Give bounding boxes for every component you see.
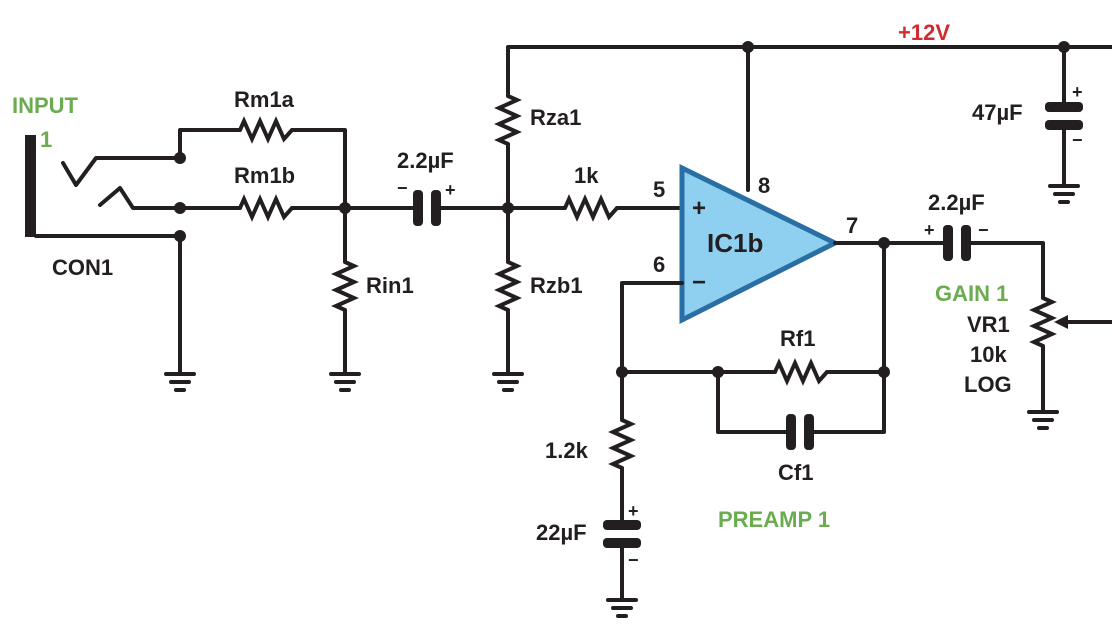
resistor-rza1-label: Rza1: [530, 105, 581, 130]
resistor-rf1-label: Rf1: [780, 326, 815, 351]
resistor-rm1a: [238, 116, 294, 144]
input-label: INPUT: [12, 93, 79, 118]
resistor-rin1-label: Rin1: [366, 273, 414, 298]
cap-47uf-label: 47µF: [972, 100, 1023, 125]
pin-5-label: 5: [653, 177, 665, 202]
ground-symbol-supply: [1048, 184, 1080, 204]
cap-input-plus: +: [445, 180, 456, 200]
resistor-rf1: [773, 358, 829, 386]
supply-voltage-label: +12V: [898, 20, 950, 45]
junction-dot: [174, 202, 186, 214]
opamp-ic1b: [679, 163, 841, 325]
cap-output-minus: −: [978, 220, 989, 240]
resistor-1k-label: 1k: [574, 163, 599, 188]
cap-22uf-plus: +: [628, 501, 639, 521]
vr1-value-label: 10k: [970, 342, 1007, 367]
input-number-label: 1: [40, 127, 52, 152]
preamp-label: PREAMP 1: [718, 507, 830, 532]
junction-dot: [339, 202, 351, 214]
ground-symbol-jack: [164, 372, 196, 392]
capacitor-input-coupling: [413, 190, 441, 226]
cap-output-plus: +: [924, 220, 935, 240]
pin-6-label: 6: [653, 252, 665, 277]
cap-input-minus: −: [397, 178, 408, 198]
pin-8-label: 8: [758, 173, 770, 198]
cap-22uf-minus: −: [628, 550, 639, 570]
resistor-rzb1: [494, 260, 522, 312]
resistor-rza1: [494, 94, 522, 146]
cap-output-label: 2.2µF: [928, 190, 985, 215]
opamp-label: IC1b: [707, 228, 763, 258]
cap-47uf-minus: −: [1072, 130, 1083, 150]
potentiometer-wiper-arrow: [1054, 315, 1068, 329]
junction-dot: [174, 230, 186, 242]
junction-dot: [878, 237, 890, 249]
junction-dots: [174, 41, 1070, 378]
resistor-1-2k: [608, 418, 636, 470]
connector-label: CON1: [52, 255, 113, 280]
capacitor-output-coupling: [943, 225, 971, 261]
junction-dot: [1058, 41, 1070, 53]
junction-dot: [616, 366, 628, 378]
capacitor-22uf: [603, 520, 641, 548]
pin-7-label: 7: [846, 213, 858, 238]
junction-dot: [712, 366, 724, 378]
vr1-taper-label: LOG: [964, 372, 1012, 397]
cap-47uf-plus: +: [1072, 82, 1083, 102]
potentiometer-vr1: [1029, 296, 1057, 348]
resistor-1k: [563, 194, 619, 222]
opamp-plus-input-sign: +: [692, 195, 706, 222]
capacitor-47uf: [1045, 102, 1083, 186]
ground-symbol-22uf: [606, 598, 638, 618]
capacitor-cf1: [786, 414, 814, 450]
gain-label: GAIN 1: [935, 281, 1008, 306]
capacitor-cf1-label: Cf1: [778, 460, 813, 485]
supply-rail: [506, 45, 1112, 192]
junction-dot: [502, 202, 514, 214]
ground-symbol-rzb: [492, 372, 524, 392]
resistor-1-2k-label: 1.2k: [545, 438, 589, 463]
opamp-minus-input-sign: −: [692, 269, 706, 296]
resistor-rm1a-label: Rm1a: [234, 87, 295, 112]
resistor-rin1: [331, 260, 359, 312]
input-jack: [25, 135, 182, 238]
junction-dot: [174, 152, 186, 164]
cap-22uf-label: 22µF: [536, 520, 587, 545]
resistor-rm1b: [238, 194, 294, 222]
cap-input-label: 2.2µF: [397, 148, 454, 173]
resistor-rm1b-label: Rm1b: [234, 163, 295, 188]
ground-symbol-vr1: [1027, 410, 1059, 430]
vr1-name-label: VR1: [967, 312, 1010, 337]
ground-symbol-rin: [329, 372, 361, 392]
junction-dot: [742, 41, 754, 53]
junction-dot: [878, 366, 890, 378]
resistor-rzb1-label: Rzb1: [530, 273, 583, 298]
